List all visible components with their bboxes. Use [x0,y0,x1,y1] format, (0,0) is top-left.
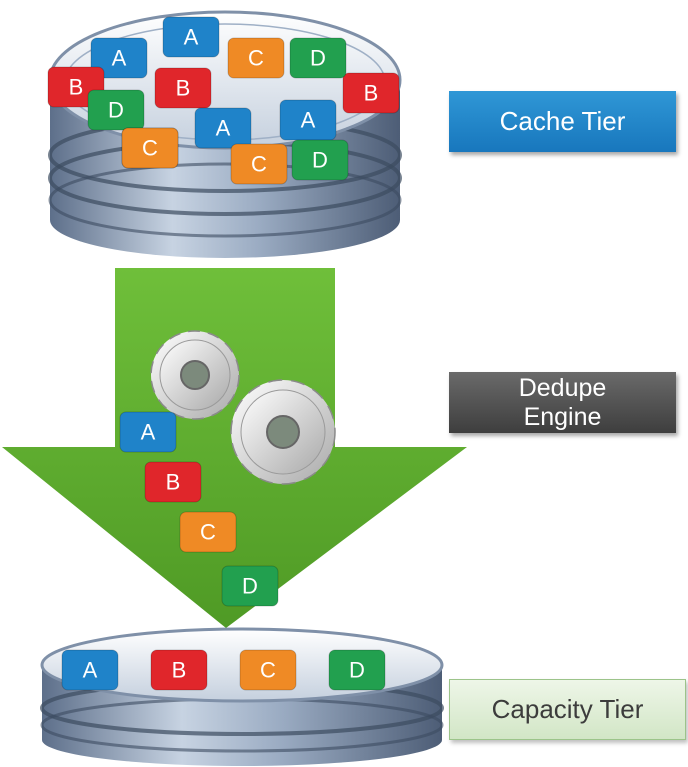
data-block-c: C [239,649,297,691]
cache-blocks: ABDCBAACBDCACD [47,16,400,185]
data-block-a: A [61,649,119,691]
data-block-c: C [121,127,179,169]
data-block-a: A [119,411,177,453]
block-letter: C [248,46,264,71]
data-block-d: D [291,139,349,181]
gear-icon [150,330,240,420]
data-block-d: D [87,89,145,131]
block-letter: A [216,116,231,141]
block-letter: B [69,75,84,100]
block-letter: A [112,46,127,71]
block-letter: D [349,658,365,683]
block-letter: B [166,470,181,495]
capacity-tier-label: Capacity Tier [449,679,686,740]
block-letter: C [200,520,216,545]
data-block-a: A [279,99,337,141]
flow-blocks: ABC D [119,411,279,607]
block-letter: D [108,98,124,123]
block-letter: D [242,574,258,599]
block-letter: B [364,81,379,106]
capacity-blocks: A B C D [61,649,386,691]
block-letter: C [260,658,276,683]
dedupe-gears [150,330,336,485]
data-block-d: D [289,37,347,79]
data-block-b: B [342,72,400,114]
data-block-d: D [328,649,386,691]
block-letter: A [184,25,199,50]
block-letter: A [83,658,98,683]
data-block-a: A [162,16,220,58]
data-block-b: B [144,461,202,503]
block-letter: D [312,148,328,173]
data-block-b: B [150,649,208,691]
data-block-c: C [179,511,237,553]
block-letter: A [141,420,156,445]
block-letter: C [251,152,267,177]
block-letter: C [142,136,158,161]
data-block-c: C [227,37,285,79]
gear-icon [230,379,336,485]
block-letter: B [172,658,187,683]
data-block-a: A [90,37,148,79]
data-block-c: C [230,143,288,185]
cache-tier-label: Cache Tier [449,91,676,152]
block-letter: B [176,76,191,101]
dedupe-engine-label: Dedupe Engine [449,372,676,433]
block-letter: D [310,46,326,71]
data-block-d: D [221,565,279,607]
data-block-a: A [194,107,252,149]
data-block-b: B [154,67,212,109]
block-letter: A [301,108,316,133]
